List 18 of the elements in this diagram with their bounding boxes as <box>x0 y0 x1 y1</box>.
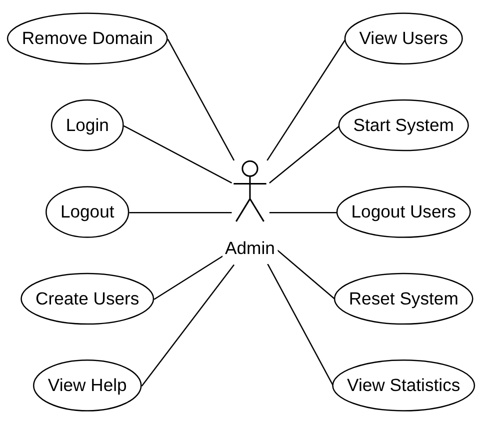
node-ellipse: Logout Users <box>336 186 471 238</box>
connector <box>269 212 338 214</box>
connector <box>129 212 232 214</box>
node-ellipse: View Users <box>344 12 463 64</box>
connector <box>124 125 232 184</box>
node-ellipse: Login <box>50 99 124 152</box>
connector <box>141 264 235 386</box>
node-ellipse: Create Users <box>20 272 154 325</box>
node-ellipse: View Statistics <box>332 360 476 412</box>
connector <box>154 255 224 300</box>
node-ellipse: Remove Domain <box>6 12 168 64</box>
node-ellipse: Start System <box>338 99 469 152</box>
node-ellipse: Logout <box>46 186 130 238</box>
connector <box>266 38 346 161</box>
connector <box>269 125 340 184</box>
connector <box>167 38 235 161</box>
node-ellipse: View Help <box>33 360 142 412</box>
node-ellipse: Reset System <box>334 272 474 325</box>
